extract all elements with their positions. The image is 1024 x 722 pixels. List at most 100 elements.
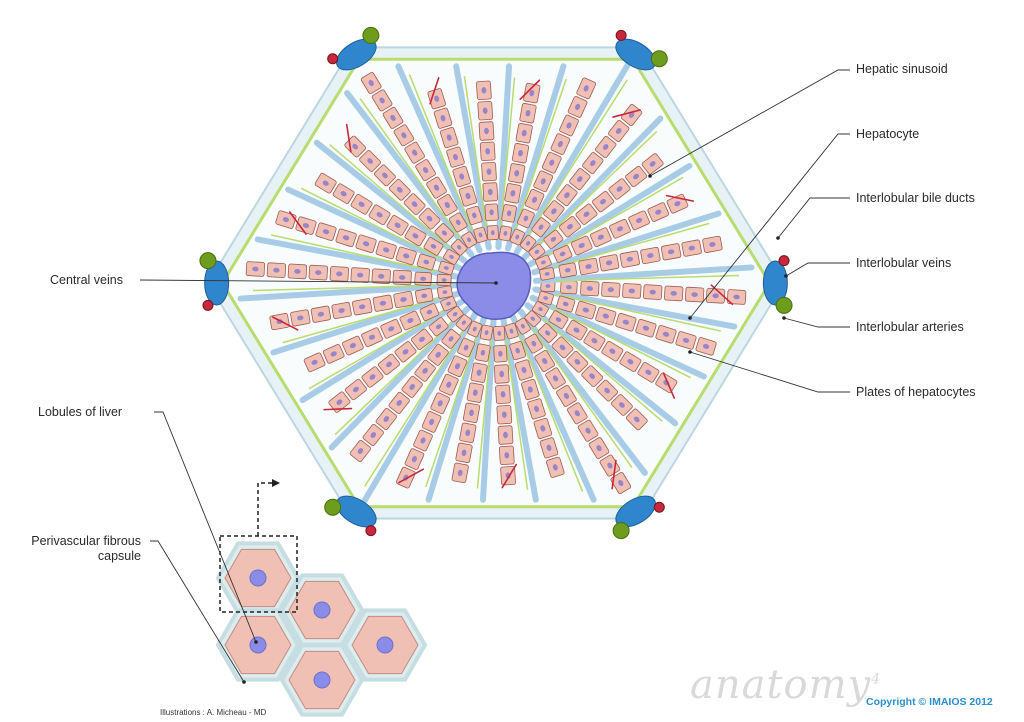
hepatocyte-nucleus xyxy=(441,278,447,282)
hepatocyte xyxy=(436,285,453,299)
hepatocyte xyxy=(401,375,423,398)
interlobular-artery xyxy=(653,501,665,513)
hepatocyte xyxy=(726,289,747,305)
hepatocyte xyxy=(595,136,617,158)
hepatocyte xyxy=(359,150,381,172)
hepatocyte xyxy=(556,384,577,407)
hepatocyte xyxy=(478,121,495,141)
hepatocyte-nucleus xyxy=(540,425,546,432)
hepatocyte xyxy=(533,170,554,193)
hepatocyte-nucleus xyxy=(379,300,387,306)
hepatocyte-nucleus xyxy=(399,275,406,280)
hepatocyte-nucleus xyxy=(604,387,610,394)
leader-endpoint-dot xyxy=(784,274,788,278)
hepatocyte-nucleus xyxy=(645,369,652,375)
hepatocyte xyxy=(414,288,434,304)
hepatocyte-nucleus xyxy=(503,230,508,236)
leader-perivascular-capsule xyxy=(150,540,245,683)
hepatocyte xyxy=(404,225,427,247)
hepatocyte-nucleus xyxy=(534,405,539,413)
bile-canaliculus xyxy=(425,335,478,488)
hepatocyte xyxy=(566,402,588,425)
hepatocyte-nucleus xyxy=(482,107,488,114)
hepatocyte xyxy=(361,366,384,388)
hepatocyte-nucleus xyxy=(586,286,593,291)
hepatocyte-nucleus xyxy=(454,363,461,370)
bile-canaliculus xyxy=(476,338,492,489)
hepatocyte-nucleus xyxy=(504,452,510,459)
hepatocyte-nucleus xyxy=(302,223,310,229)
central-vein xyxy=(456,251,532,320)
hepatocyte xyxy=(576,77,597,100)
hepatocyte-nucleus xyxy=(667,249,675,255)
hepatocyte xyxy=(344,378,367,401)
hepatocyte xyxy=(640,246,661,265)
hepatocyte-nucleus xyxy=(367,158,373,164)
hepatocyte xyxy=(608,178,631,200)
label-interlobular-bile-ducts: Interlobular bile ducts xyxy=(856,191,975,205)
hepatocyte-nucleus xyxy=(461,320,467,325)
hepatocyte xyxy=(462,402,481,423)
hepatocyte-nucleus xyxy=(449,254,454,259)
hepatocyte xyxy=(414,359,436,382)
hepatocyte xyxy=(533,417,553,439)
hepatocyte xyxy=(476,80,492,100)
hepatocyte xyxy=(451,462,469,484)
hepatocyte xyxy=(350,194,373,215)
hepatocyte xyxy=(426,176,447,199)
hepatocyte-nucleus xyxy=(515,347,520,354)
hepatocyte xyxy=(550,133,571,155)
hepatocyte xyxy=(448,212,468,233)
bile-canaliculus xyxy=(359,98,461,239)
hepatocyte-nucleus xyxy=(546,444,552,451)
illustration-credit: Illustrations : A. Micheau - MD xyxy=(160,708,267,717)
hepatocyte xyxy=(331,301,352,320)
hepatocyte xyxy=(556,184,578,207)
leader-plates-of-hepatocytes xyxy=(689,351,850,393)
hepatocyte xyxy=(328,391,351,413)
hepatocyte-nucleus xyxy=(518,150,523,157)
hepatocyte xyxy=(496,405,513,425)
hepatocyte-nucleus xyxy=(545,284,551,288)
hepatocyte-nucleus xyxy=(596,445,602,452)
interlobular-artery xyxy=(327,53,339,65)
hepatocyte-nucleus xyxy=(609,348,616,354)
sinusoid xyxy=(521,115,664,261)
hepatocyte-nucleus xyxy=(478,232,483,238)
hepatocyte xyxy=(601,281,621,298)
hepatocyte xyxy=(450,238,468,256)
hepatocyte-nucleus xyxy=(429,418,435,425)
sinusoid xyxy=(237,282,460,302)
hepatocyte-nucleus xyxy=(463,344,469,351)
hepatocyte xyxy=(479,324,494,341)
hepatocyte-nucleus xyxy=(543,296,549,300)
hepatocyte xyxy=(524,310,542,328)
hepatocyte-nucleus xyxy=(636,217,643,223)
hepatocyte-nucleus xyxy=(688,245,695,251)
hepatocyte xyxy=(467,320,483,338)
hepatocyte xyxy=(382,106,404,129)
hepatocyte-nucleus xyxy=(591,338,598,344)
hepatocyte-nucleus xyxy=(412,233,419,239)
sinusoid xyxy=(504,63,567,252)
bile-canaliculus xyxy=(364,329,465,487)
hepatocyte xyxy=(581,365,604,388)
bile-canaliculus xyxy=(527,79,628,237)
hepatocyte-nucleus xyxy=(573,327,580,333)
hepatocyte-nucleus xyxy=(461,449,467,456)
hepatocyte xyxy=(479,141,496,161)
hepatocyte xyxy=(378,353,400,376)
hepatocyte xyxy=(428,317,449,337)
sinusoid xyxy=(328,305,471,451)
hepatocyte xyxy=(622,283,642,299)
hepatocyte-nucleus xyxy=(407,317,414,324)
hepatocyte xyxy=(335,228,357,248)
hepatocyte-nucleus xyxy=(394,222,401,228)
hepatocyte-nucleus xyxy=(446,134,452,141)
hepatocyte xyxy=(615,312,637,332)
hepatocyte-nucleus xyxy=(469,409,474,416)
leader-interlobular-arteries xyxy=(783,317,850,328)
arteriole xyxy=(288,211,307,235)
sinusoid xyxy=(524,302,679,427)
hepatocyte xyxy=(565,319,588,341)
